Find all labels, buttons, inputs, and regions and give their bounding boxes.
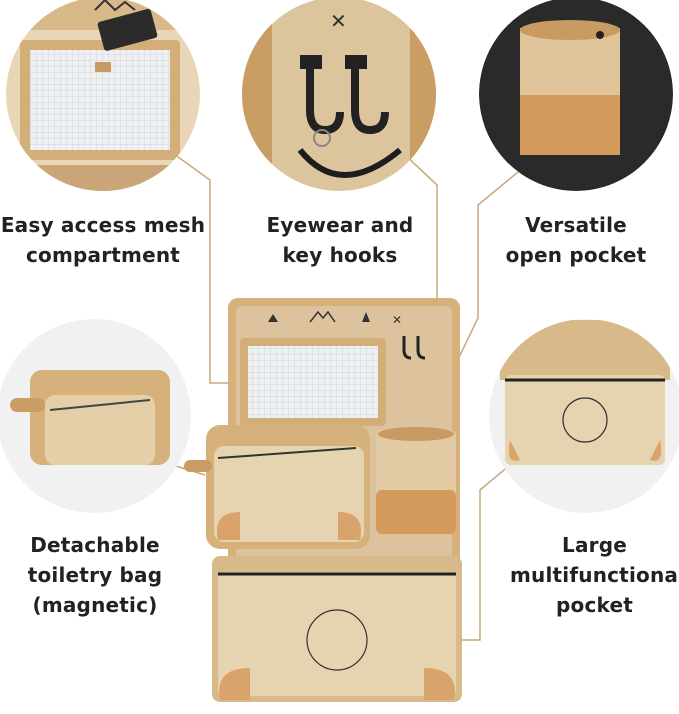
feature-label-line: Large xyxy=(562,533,627,557)
feature-label-line: Detachable xyxy=(30,533,160,557)
feature-label-line: Versatile xyxy=(525,213,627,237)
feature-label-line: Easy access mesh xyxy=(0,213,206,237)
toiletry-bag-circle xyxy=(0,319,191,513)
seat-organizer: ✕ xyxy=(184,298,462,702)
feature-label-line: (magnetic) xyxy=(32,593,158,617)
key-hooks-circle: ✕ xyxy=(242,0,436,191)
large-pocket-circle xyxy=(489,319,679,513)
feature-label-toiletry: Detachable toiletry bag (magnetic) xyxy=(0,530,190,620)
feature-label-mesh: Easy access mesh compartment xyxy=(0,210,206,270)
feature-label-line: toiletry bag xyxy=(27,563,163,587)
feature-label-hooks: Eyewear and key hooks xyxy=(252,210,428,270)
svg-text:✕: ✕ xyxy=(392,313,402,327)
feature-label-open-pocket: Versatile open pocket xyxy=(488,210,664,270)
feature-label-line: multifunctional xyxy=(510,563,679,587)
feature-label-line: open pocket xyxy=(505,243,647,267)
feature-label-large-pocket: Large multifunctional pocket xyxy=(510,530,679,620)
feature-label-line: compartment xyxy=(25,243,181,267)
mesh-compartment-circle xyxy=(6,0,200,191)
feature-label-line: pocket xyxy=(555,593,633,617)
feature-label-line: key hooks xyxy=(282,243,398,267)
feature-label-line: Eyewear and xyxy=(266,213,414,237)
svg-text:✕: ✕ xyxy=(330,9,347,33)
open-pocket-circle xyxy=(479,0,673,191)
